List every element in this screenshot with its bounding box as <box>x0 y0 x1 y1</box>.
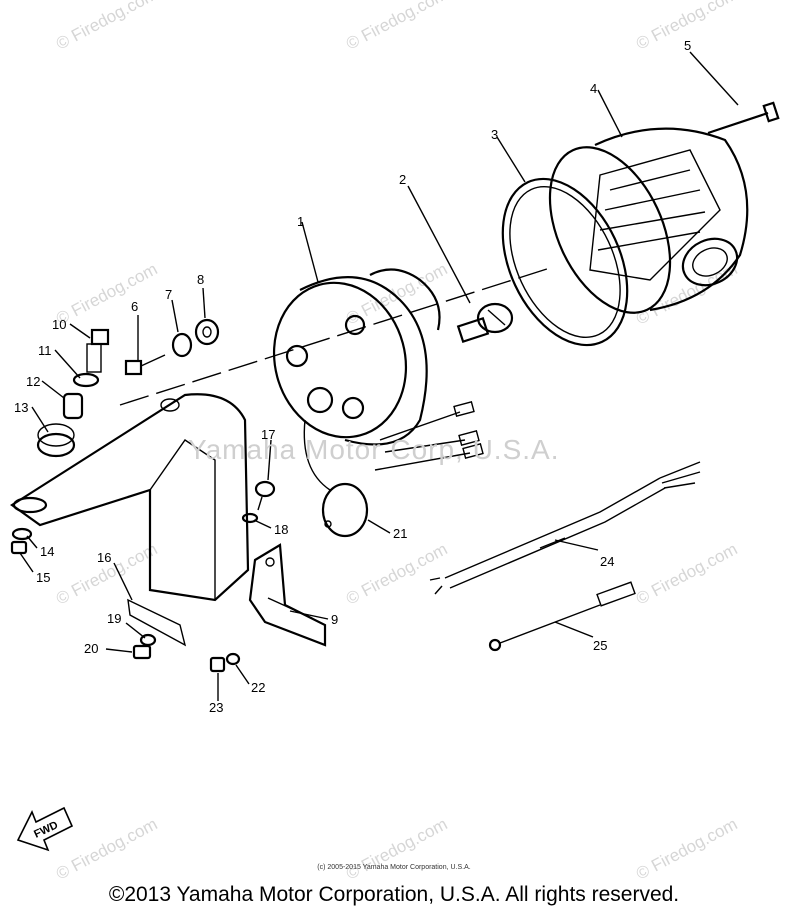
part-20-nut <box>132 644 152 660</box>
callout-15: 15 <box>36 570 50 585</box>
watermark: © Firedog.com <box>343 539 451 608</box>
watermark: © Firedog.com <box>53 259 161 328</box>
part-8-grommet <box>194 318 220 346</box>
callout-13: 13 <box>14 400 28 415</box>
callout-1: 1 <box>297 214 304 229</box>
part-11-washer <box>72 372 100 388</box>
callout-4: 4 <box>590 81 597 96</box>
part-21-grommet <box>321 482 369 538</box>
callout-24: 24 <box>600 554 614 569</box>
part-13-cushion <box>36 423 76 458</box>
part-10-bolt <box>86 328 110 373</box>
callout-8: 8 <box>197 272 204 287</box>
callout-2: 2 <box>399 172 406 187</box>
assembly-axis-line <box>119 267 551 406</box>
callout-16: 16 <box>97 550 111 565</box>
part-12-collar <box>62 392 84 420</box>
part-18-washer <box>241 512 259 524</box>
part-6-bolt <box>124 354 166 376</box>
part-5-screw <box>707 101 780 135</box>
callout-25: 25 <box>593 638 607 653</box>
watermark: © Firedog.com <box>633 259 741 328</box>
part-2-bulb <box>456 302 514 344</box>
callout-9: 9 <box>331 612 338 627</box>
watermark: © Firedog.com <box>343 814 451 883</box>
leader-lines <box>19 51 739 701</box>
part-4-tail-lens <box>548 127 749 314</box>
part-16-mount-bracket <box>10 393 250 647</box>
callout-14: 14 <box>40 544 54 559</box>
callout-17: 17 <box>261 427 275 442</box>
callout-7: 7 <box>165 287 172 302</box>
callout-11: 11 <box>38 343 52 358</box>
callout-19: 19 <box>107 611 121 626</box>
part-17-bolt <box>254 480 276 511</box>
part-1-lamp-body <box>272 268 441 491</box>
watermark: © Firedog.com <box>633 539 741 608</box>
callout-23: 23 <box>209 700 223 715</box>
callout-18: 18 <box>274 522 288 537</box>
watermark: © Firedog.com <box>343 0 451 54</box>
part-7-washer <box>171 332 193 358</box>
lamp-wire-leads <box>374 400 484 471</box>
callout-12: 12 <box>26 374 40 389</box>
callout-21: 21 <box>393 526 407 541</box>
callout-3: 3 <box>491 127 498 142</box>
callout-10: 10 <box>52 317 66 332</box>
watermark: © Firedog.com <box>633 814 741 883</box>
copyright-notice: ©2013 Yamaha Motor Corporation, U.S.A. A… <box>108 883 680 906</box>
part-14-washer <box>11 527 33 541</box>
part-24-wire-harness <box>429 461 701 595</box>
callout-20: 20 <box>84 641 98 656</box>
callout-22: 22 <box>251 680 265 695</box>
callout-numbers: 1 2 3 4 5 6 7 8 9 10 11 12 13 14 15 16 1… <box>14 38 691 715</box>
callout-5: 5 <box>684 38 691 53</box>
part-3-gasket <box>501 177 629 347</box>
center-watermark: Yamaha Motor Corp, U.S.A. <box>188 434 560 465</box>
fwd-arrow: FWD <box>16 806 74 852</box>
part-22-washer <box>225 652 241 666</box>
small-copyright: (c) 2005-2015 Yamaha Motor Corporation, … <box>317 864 471 871</box>
callout-6: 6 <box>131 299 138 314</box>
part-9-license-bracket <box>248 543 327 647</box>
part-25-ground-wire <box>488 581 636 652</box>
watermark: © Firedog.com <box>53 0 161 54</box>
part-23-nut <box>209 656 226 673</box>
part-15-nut <box>10 540 28 555</box>
